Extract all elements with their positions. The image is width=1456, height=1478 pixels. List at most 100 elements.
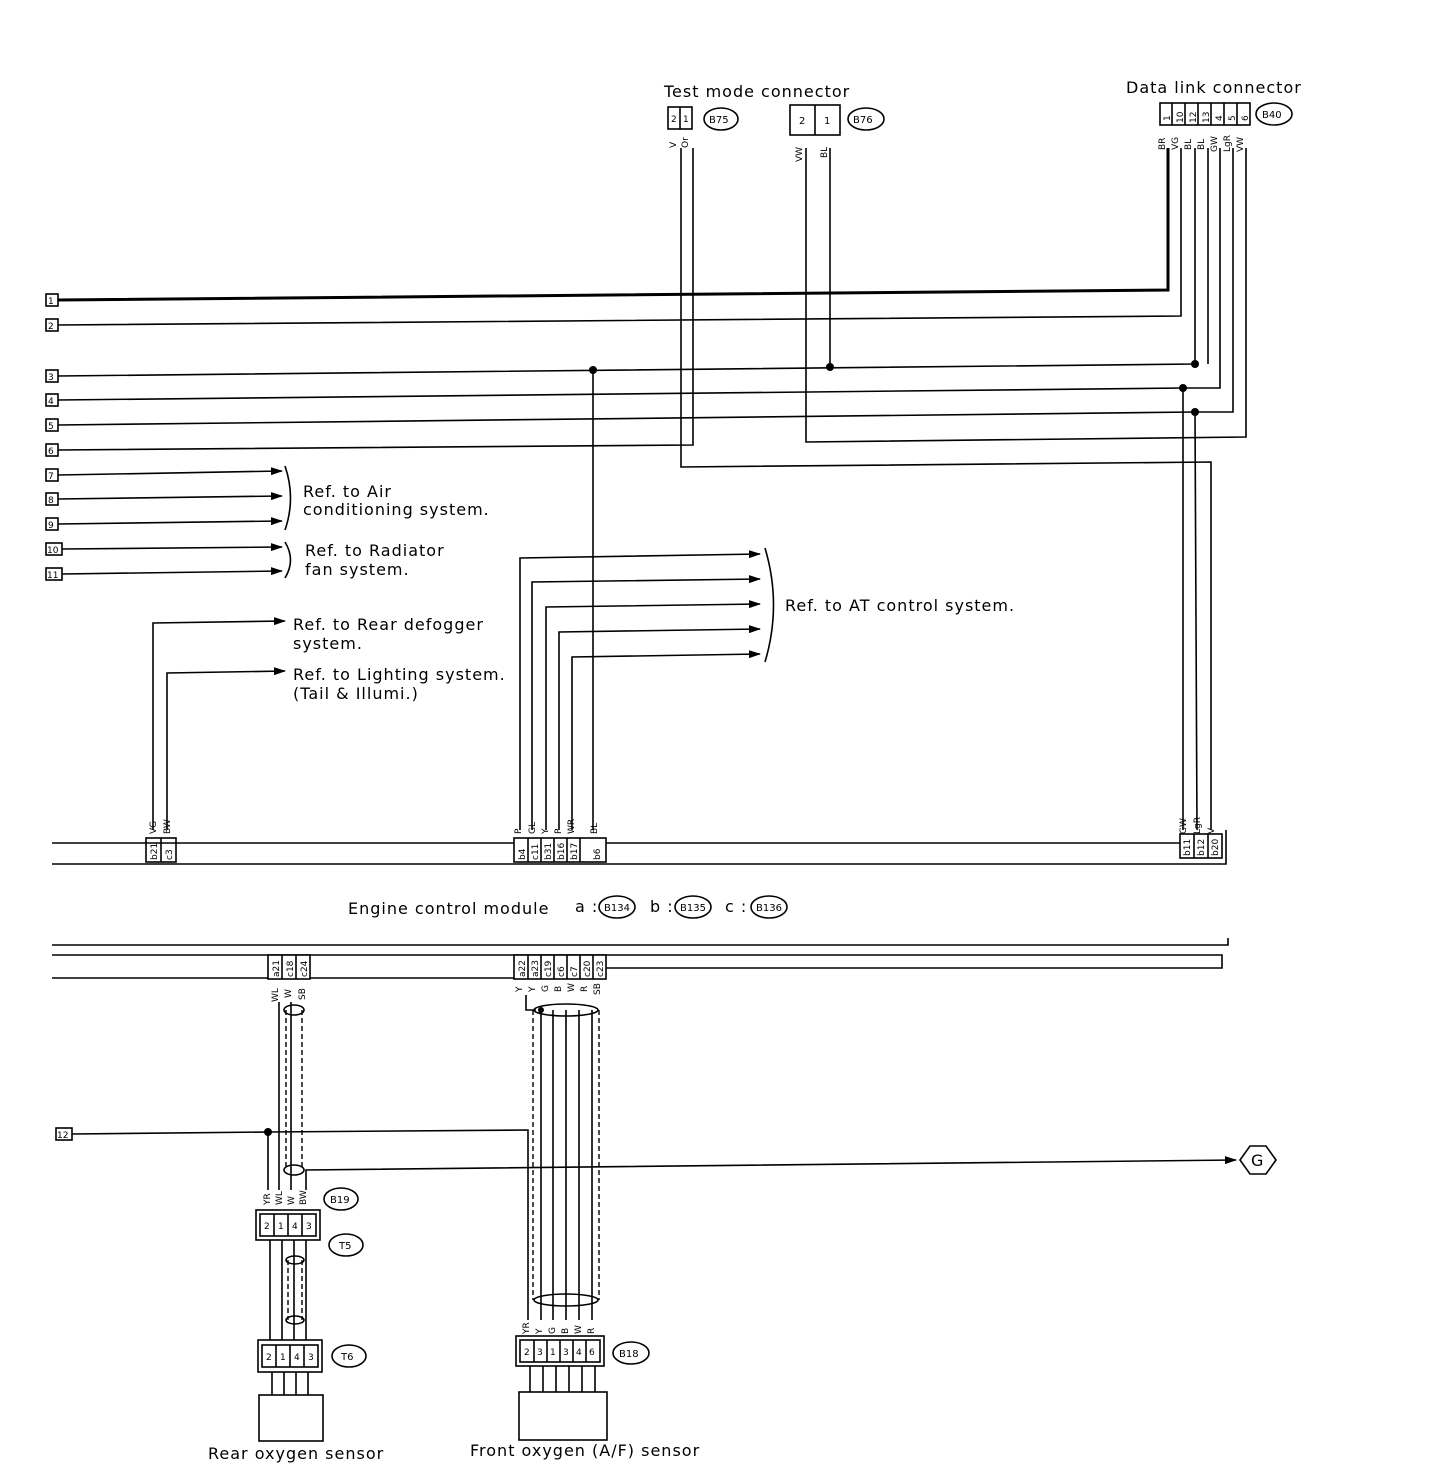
svg-text:YR: YR [522, 1322, 532, 1335]
b76-id: B76 [853, 115, 873, 126]
svg-text:V: V [669, 141, 679, 148]
front-oxygen-sensor-body [518, 1391, 608, 1441]
svg-text:W: W [567, 983, 577, 992]
svg-text:3: 3 [308, 1353, 314, 1363]
svg-text:b11: b11 [1183, 839, 1193, 856]
ref-at-control: Ref. to AT control system. [785, 596, 1015, 615]
svg-text:GW: GW [1179, 818, 1189, 834]
b75-connector: 2 1 B75 V Or [667, 106, 739, 148]
ref-defogger-line1: Ref. to Rear defogger [293, 615, 484, 634]
svg-text:c18: c18 [286, 960, 296, 977]
svg-text:YR: YR [263, 1193, 273, 1206]
svg-text:VW: VW [1236, 137, 1246, 152]
ref-lighting-line1: Ref. to Lighting system. [293, 665, 506, 684]
svg-text:BL: BL [590, 823, 600, 834]
ref-radiator-line1: Ref. to Radiator [305, 541, 445, 560]
ref-arrows [57, 465, 292, 579]
svg-text:SB: SB [593, 983, 603, 995]
svg-text:3: 3 [306, 1222, 312, 1232]
svg-text:6: 6 [589, 1348, 595, 1358]
svg-text:B: B [554, 986, 564, 992]
svg-text:2: 2 [266, 1353, 272, 1363]
b76-connector: 2 1 B76 VW BL [789, 104, 885, 162]
svg-text:Y: Y [528, 986, 538, 993]
data-link-connector-title: Data link connector [1126, 78, 1302, 97]
svg-text:a21: a21 [272, 960, 282, 977]
svg-text:2: 2 [671, 115, 677, 125]
ref-air-line1: Ref. to Air [303, 482, 392, 501]
rear-oxygen-sensor-label: Rear oxygen sensor [208, 1444, 384, 1463]
svg-text:c6: c6 [557, 966, 567, 977]
terminal-5: 5 [48, 422, 54, 432]
ground-icon: G [1239, 1145, 1277, 1175]
terminal-list: 1 2 3 4 5 6 7 8 9 10 11 12 [45, 293, 73, 1141]
svg-text:BL: BL [820, 147, 830, 158]
svg-text:Y: Y [541, 828, 551, 835]
svg-text:c23: c23 [596, 961, 606, 977]
terminal-1: 1 [48, 297, 54, 307]
svg-text:4: 4 [292, 1222, 298, 1232]
terminal-2: 2 [48, 322, 54, 332]
b40-connector: 1 10 12 13 4 5 6 B40 BR VG BL BL GW LgR … [1158, 102, 1293, 152]
svg-text:W: W [574, 1325, 584, 1334]
svg-text:LgR: LgR [1193, 817, 1203, 834]
svg-text:c11: c11 [531, 844, 541, 860]
svg-text:3: 3 [563, 1348, 569, 1358]
t6-id: T6 [340, 1352, 353, 1363]
svg-text:12: 12 [1189, 112, 1199, 123]
svg-text:2: 2 [524, 1348, 530, 1358]
svg-text:1: 1 [824, 116, 830, 127]
terminal-12: 12 [57, 1131, 68, 1141]
terminal-11: 11 [47, 571, 58, 581]
svg-text:G: G [541, 985, 551, 992]
svg-text:c3: c3 [165, 849, 175, 860]
b75-id: B75 [709, 115, 729, 126]
svg-text:c :: c : [725, 897, 747, 916]
svg-text:BW: BW [163, 819, 173, 834]
svg-text:b4: b4 [518, 848, 528, 860]
svg-text:c19: c19 [544, 960, 554, 977]
svg-text:Or: Or [681, 137, 691, 148]
svg-text:4: 4 [1215, 115, 1225, 121]
svg-text:2: 2 [264, 1222, 270, 1232]
svg-text:BL: BL [1184, 139, 1194, 150]
rear-sensor-harness: YR WL W BW B19 2 1 4 3 T5 2 1 4 3 T6 [71, 1002, 1237, 1442]
svg-text:b12: b12 [1197, 839, 1207, 856]
svg-text:a22: a22 [518, 960, 528, 977]
svg-text:10: 10 [1176, 111, 1186, 123]
svg-text:Y: Y [515, 986, 525, 993]
svg-text:6: 6 [1241, 115, 1251, 121]
svg-text:1: 1 [550, 1348, 556, 1358]
terminal-4: 4 [48, 397, 54, 407]
svg-text:WL: WL [271, 988, 281, 1002]
svg-text:G: G [1251, 1151, 1264, 1170]
svg-text:WL: WL [275, 1191, 285, 1205]
svg-text:P: P [514, 828, 524, 834]
b19-id: B19 [330, 1195, 350, 1206]
test-mode-connector-title: Test mode connector [663, 82, 850, 101]
svg-text:c24: c24 [300, 960, 310, 977]
ecm-top-pins: VG BW P GL Y P WR BL GW LgR V b21 c3 b4 … [145, 817, 1223, 863]
svg-text:4: 4 [294, 1353, 300, 1363]
svg-text:2: 2 [799, 116, 805, 127]
svg-text:Engine control module: Engine control module [348, 899, 549, 918]
terminal-9: 9 [48, 521, 54, 531]
svg-text:a :: a : [575, 897, 598, 916]
svg-text:B136: B136 [756, 903, 782, 914]
svg-text:BL: BL [1197, 139, 1207, 150]
at-control-wires [519, 547, 775, 830]
front-oxygen-sensor-label: Front oxygen (A/F) sensor [470, 1441, 700, 1460]
ref-lighting-line2: (Tail & Illumi.) [293, 684, 419, 703]
ref-defogger-line2: system. [293, 634, 363, 653]
svg-text:SB: SB [298, 988, 308, 1000]
svg-text:GW: GW [1210, 136, 1220, 152]
svg-text:Y: Y [535, 1328, 545, 1335]
svg-text:GL: GL [528, 822, 538, 834]
terminal-6: 6 [48, 447, 54, 457]
svg-text:4: 4 [576, 1348, 582, 1358]
svg-text:13: 13 [1202, 112, 1212, 123]
svg-text:P: P [554, 828, 564, 834]
svg-text:1: 1 [280, 1353, 286, 1363]
svg-text:W: W [287, 1196, 297, 1205]
